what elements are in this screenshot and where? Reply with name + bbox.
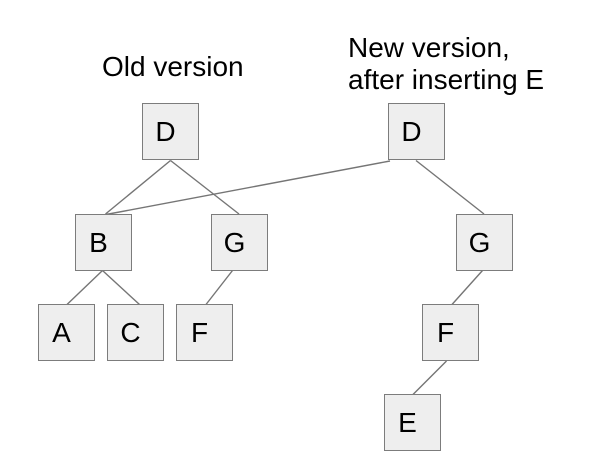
new-version-title-line2: after inserting E [348, 64, 545, 95]
edge-old-g-to-old-f [205, 270, 234, 305]
edge-new-g-to-new-f [451, 270, 484, 305]
node-old-g-label: G [223, 226, 246, 258]
node-old-b: B [75, 214, 132, 271]
new-version-title-line1: New version, [348, 32, 510, 63]
node-old-f-label: F [190, 316, 209, 348]
node-new-e: E [384, 394, 441, 451]
edge-old-b-to-old-a [66, 269, 103, 306]
edge-old-d-to-old-b [105, 159, 171, 215]
node-new-f: F [422, 304, 479, 361]
edge-new-d-to-old-b-shared [105, 160, 391, 216]
node-old-d-label: D [155, 115, 176, 147]
node-old-c-label: C [120, 316, 141, 348]
node-new-d-label: D [401, 115, 422, 147]
node-old-b-label: B [89, 226, 108, 258]
node-old-f: F [176, 304, 233, 361]
edge-new-d-to-new-g [415, 159, 485, 215]
node-new-g: G [456, 214, 513, 271]
new-version-title: New version, after inserting E [348, 32, 544, 96]
old-version-title: Old version [102, 51, 244, 82]
node-new-g-label: G [468, 226, 491, 258]
node-old-g: G [211, 214, 268, 271]
edge-new-f-to-new-e [412, 360, 447, 395]
node-new-e-label: E [398, 406, 417, 438]
edge-old-d-to-old-g [170, 159, 240, 215]
node-new-d: D [388, 103, 445, 160]
node-new-f-label: F [436, 316, 455, 348]
node-old-c: C [107, 304, 164, 361]
node-old-d: D [142, 103, 199, 160]
node-old-a-label: A [52, 316, 71, 348]
node-old-a: A [38, 304, 95, 361]
edge-old-b-to-old-c [102, 269, 140, 306]
